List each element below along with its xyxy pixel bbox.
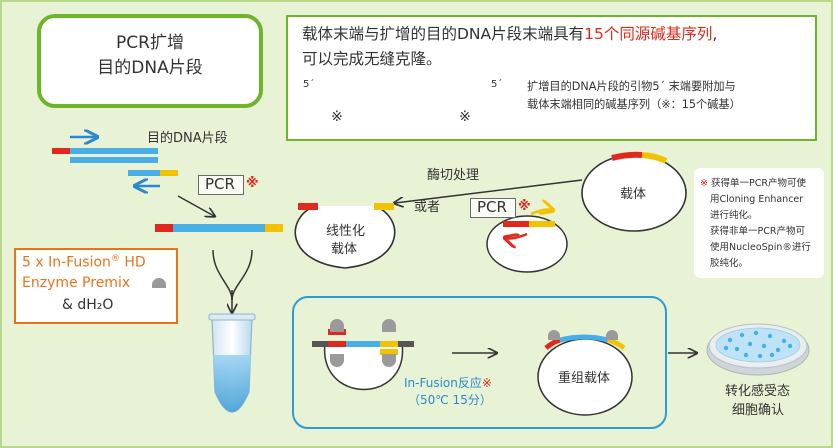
- right-vector-end: [398, 341, 414, 347]
- recombinant-vector-diagram: [537, 330, 633, 416]
- title-box: [37, 14, 263, 108]
- digest-arrow: [395, 179, 583, 203]
- side-note-line-1: ※ 获得单一PCR产物可使: [700, 178, 806, 190]
- template-top-strand: [70, 148, 158, 154]
- product-yellow-end: [265, 224, 283, 232]
- template-red-end: [52, 148, 70, 154]
- side-note-line-5: 使用NucleoSpin®进行: [710, 242, 811, 253]
- tube-liquid: [213, 355, 251, 412]
- side-note-text-1: 获得单一PCR产物可使: [711, 178, 806, 189]
- linearized-vector: [294, 203, 396, 269]
- reaction-mark: ※: [481, 376, 492, 390]
- headline-box: [286, 15, 817, 141]
- reaction-label-line-2: （50℃ 15分）: [408, 393, 492, 407]
- merge-line-left: [212, 249, 233, 301]
- merge-line-right: [231, 249, 253, 301]
- colonies: [723, 330, 793, 359]
- linear-red-end: [298, 203, 318, 210]
- product-body: [173, 224, 265, 232]
- reaction-name: In-Fusion反应: [404, 376, 482, 390]
- vector-red-site: [611, 151, 643, 161]
- side-note-box: [694, 168, 824, 278]
- inverse-primer-forward: [530, 210, 552, 215]
- left-vector-end: [312, 341, 328, 347]
- transform-line-2: 细胞确认: [732, 403, 785, 418]
- five-prime-right: 5´: [491, 79, 503, 90]
- target-dna-label: 目的DNA片段: [147, 131, 228, 146]
- template-bottom-strand: [70, 157, 158, 163]
- linear-vector-line-2: 载体: [331, 242, 358, 257]
- recomb-red-junction: [544, 337, 561, 350]
- inverse-primer-reverse: [506, 234, 528, 239]
- reaction-panel: [292, 296, 667, 429]
- side-note-line-2: 用Cloning Enhancer: [710, 194, 804, 205]
- linear-yellow-end: [374, 203, 394, 210]
- inverse-red-segment: [503, 221, 529, 227]
- pcr-mark: ※: [246, 176, 259, 191]
- headline-line-1: 载体末端与扩增的目的DNA片段末端具有15个同源碱基序列,: [302, 25, 717, 44]
- pcr-alt-label-box: [470, 198, 516, 218]
- reagent-box: [14, 248, 178, 324]
- reagent-reg: ®: [110, 254, 120, 264]
- transform-line-1: 转化感受态: [725, 384, 791, 399]
- reaction-tube: [208, 313, 256, 413]
- linear-vector-line-1: 线性化: [326, 224, 366, 239]
- title-line-2: 目的DNA片段: [97, 58, 203, 78]
- inverse-yellow-segment: [529, 221, 555, 227]
- enzyme-icon-4: [382, 354, 396, 367]
- reaction-left-diagram: [312, 319, 414, 391]
- reagent-name: 5 x In-Fusion: [22, 254, 111, 271]
- primer-mark-right: ※: [459, 109, 471, 125]
- pcr-product: [155, 224, 283, 232]
- five-prime-left: 5´: [303, 79, 315, 90]
- primer-mark-left: ※: [331, 109, 343, 125]
- primer-note-line-2: 载体末端相同的碱基序列（※：15个碱基）: [527, 98, 741, 111]
- enzyme-icon-1: [330, 319, 344, 332]
- headline-part1: 载体末端与扩增的目的DNA片段末端具有: [302, 25, 585, 43]
- headline-line-2: 可以完成无缝克隆。: [302, 50, 442, 68]
- headline-highlight: 15个同源碱基序列: [584, 25, 713, 43]
- reagent-line-2: Enzyme Premix: [22, 275, 131, 291]
- pcr-label: PCR: [205, 175, 235, 193]
- arrow-to-pcr-product: [177, 195, 214, 216]
- or-label: 或者: [414, 200, 441, 215]
- headline-part2: ,: [712, 25, 718, 43]
- side-note-line-6: 胶纯化。: [710, 258, 749, 269]
- pcr-template-diagram: [52, 137, 178, 186]
- reagent-line-3: & dH₂O: [62, 297, 114, 313]
- enzyme-icon-5: [548, 330, 560, 340]
- title-line-1: PCR扩增: [116, 33, 184, 53]
- enzyme-icon-2: [330, 354, 344, 367]
- merge-arrows: [212, 249, 253, 312]
- enzyme-icon: [152, 278, 166, 288]
- reagent-line-1: 5 x In-Fusion® HD: [22, 254, 146, 272]
- reverse-primer-blue: [128, 170, 160, 176]
- enzyme-icon-6: [606, 330, 618, 340]
- vector-yellow-site: [641, 152, 668, 164]
- pcr-alt-mark: ※: [518, 199, 531, 214]
- reagent-hd: HD: [119, 254, 146, 271]
- recomb-insert: [559, 334, 609, 343]
- digest-label: 酶切处理: [427, 168, 480, 183]
- product-red-end: [155, 224, 173, 232]
- petri-dish: [706, 323, 810, 376]
- side-note-line-3: 进行纯化。: [710, 210, 758, 221]
- side-note-line-4: 获得非单一PCR产物可: [710, 226, 805, 237]
- reverse-primer-yellow: [160, 170, 178, 176]
- enzyme-icon-3: [382, 319, 396, 332]
- vector-label: 载体: [620, 187, 647, 202]
- circular-vector: [581, 151, 687, 232]
- primer-note-line-1: 扩增目的DNA片段的引物5´ 末端要附加与: [527, 80, 736, 93]
- recomb-yellow-junction: [607, 337, 626, 351]
- pcr-alt-label: PCR: [477, 198, 507, 216]
- reaction-label-line-1: In-Fusion反应※: [404, 376, 492, 391]
- recombinant-label: 重组载体: [558, 371, 611, 386]
- side-note-mark: ※: [700, 178, 708, 189]
- pcr-label-box: [198, 175, 244, 195]
- inverse-pcr-vector: [486, 210, 568, 273]
